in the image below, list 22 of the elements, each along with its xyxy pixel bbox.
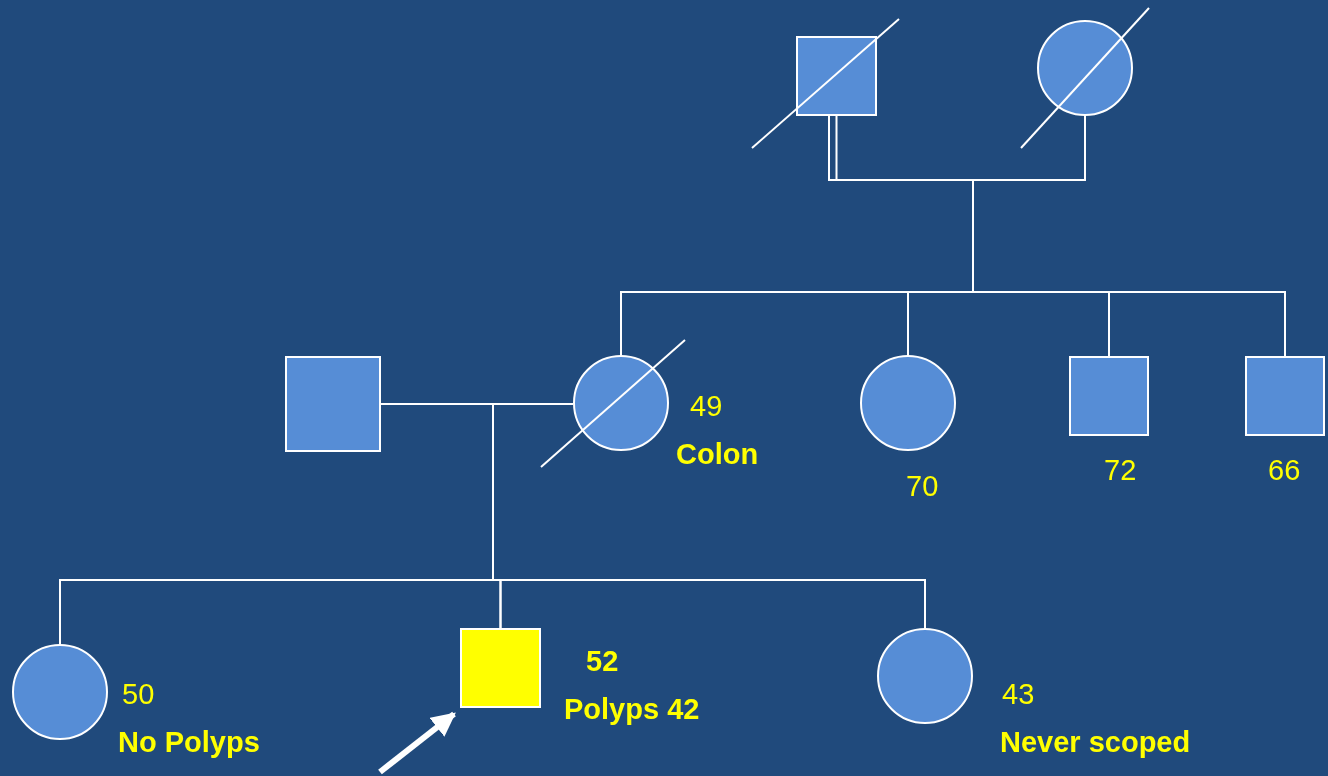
female-circle — [860, 355, 956, 451]
female-circle — [12, 644, 108, 740]
male-square — [1245, 356, 1325, 436]
note-label: Colon — [676, 440, 759, 469]
note-label: No Polyps — [118, 728, 260, 757]
age-label: 52 — [586, 647, 619, 676]
proband-arrow — [378, 711, 456, 775]
age-label: 43 — [1002, 680, 1035, 709]
male-square — [285, 356, 381, 452]
proband-square — [460, 628, 541, 708]
note-label: Polyps 42 — [564, 695, 700, 724]
male-square — [796, 36, 877, 116]
female-circle — [877, 628, 973, 724]
age-label: 66 — [1268, 456, 1301, 485]
age-label: 50 — [122, 680, 155, 709]
age-label: 70 — [906, 472, 939, 501]
male-square — [1069, 356, 1149, 436]
age-label: 72 — [1104, 456, 1137, 485]
female-circle — [573, 355, 669, 451]
age-label: 49 — [690, 392, 723, 421]
note-label: Never scoped — [1000, 728, 1191, 757]
female-circle — [1037, 20, 1133, 116]
